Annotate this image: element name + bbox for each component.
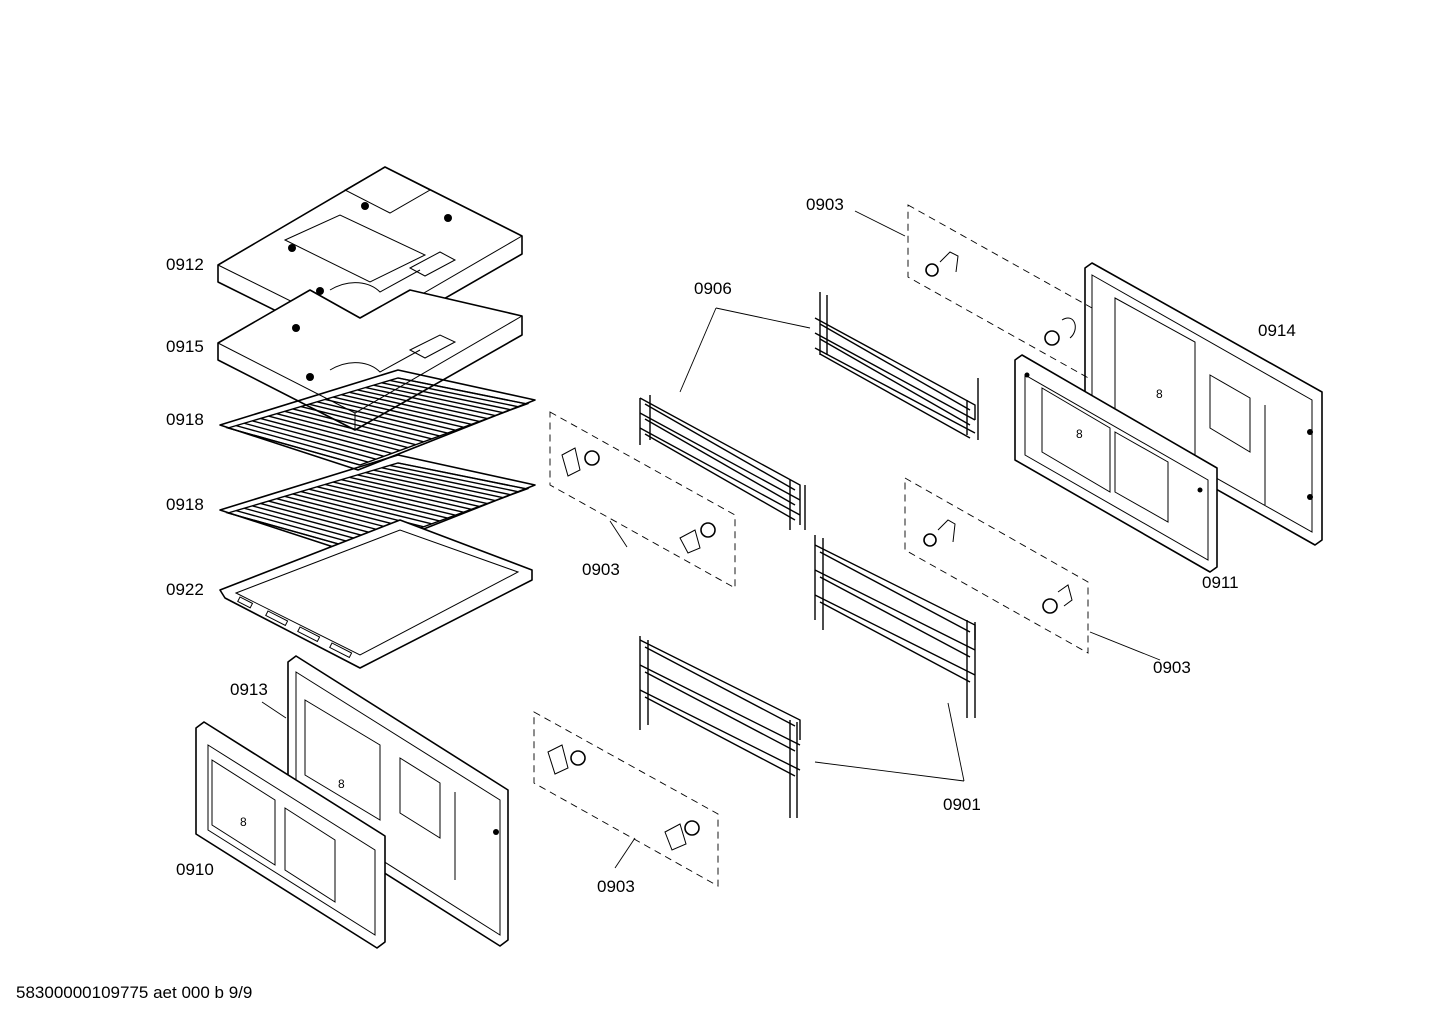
rack-wire	[373, 384, 504, 414]
part-0901-rail-upper	[814, 535, 976, 718]
rack-wire	[268, 415, 400, 452]
rack-wire	[389, 464, 520, 493]
part-0903-clip-group-top	[907, 204, 1093, 381]
part-0918-rack-upper	[219, 369, 536, 471]
rack-wire	[381, 382, 512, 411]
part-0906-rail-left	[639, 395, 806, 530]
rack-wire	[284, 410, 416, 446]
rack-wire	[316, 486, 448, 519]
part-0906-rail-right	[814, 292, 979, 440]
label-0906: 0906	[694, 279, 732, 298]
rack-wire	[227, 427, 361, 466]
part-0903-clip-group-bottom	[533, 711, 719, 887]
rack-wire	[381, 467, 512, 496]
rack-wire	[349, 476, 480, 508]
rack-wire	[276, 413, 408, 449]
label-0903-bottom: 0903	[597, 877, 635, 896]
rack-wire	[397, 462, 528, 490]
label-0903-mid-right: 0903	[1153, 658, 1191, 677]
part-0911-panel: 8	[1014, 354, 1218, 573]
rack-wire	[365, 386, 496, 417]
label-0914: 0914	[1258, 321, 1296, 340]
svg-text:8: 8	[338, 777, 345, 791]
rack-wire	[365, 471, 496, 502]
rack-wire	[333, 481, 464, 513]
rack-wire	[244, 422, 377, 460]
rack-wire	[341, 478, 472, 511]
svg-text:8: 8	[240, 815, 247, 829]
rack-wire	[324, 398, 456, 431]
rack-wire	[341, 393, 472, 426]
rack-wire	[252, 420, 385, 457]
label-0915: 0915	[166, 337, 204, 356]
rack-wire	[316, 401, 448, 434]
rack-wire	[260, 417, 392, 455]
part-0903-clip-group-mid-left	[549, 411, 736, 589]
part-labels: 0912 0915 0918 0918 0922 0913 0910 0903 …	[166, 195, 1296, 896]
part-0915-panel	[217, 289, 523, 431]
label-0903-top: 0903	[806, 195, 844, 214]
rack-wire	[308, 488, 440, 522]
part-0910-panel: 8	[195, 721, 386, 949]
label-0903-mid-left: 0903	[582, 560, 620, 579]
label-0918-lower: 0918	[166, 495, 204, 514]
label-0901: 0901	[943, 795, 981, 814]
label-0911: 0911	[1202, 573, 1239, 592]
rack-wire	[373, 469, 504, 499]
rack-wire	[300, 405, 432, 440]
rack-wire	[333, 396, 464, 428]
label-0922: 0922	[166, 580, 204, 599]
rack-wire	[349, 391, 480, 423]
rack-wire	[397, 377, 528, 405]
label-0910: 0910	[176, 860, 214, 879]
rack-wire	[357, 389, 488, 420]
part-0922-tray	[219, 519, 533, 669]
rack-wire	[235, 424, 369, 463]
leader-lines	[261, 210, 1161, 869]
footer-document-id: 58300000109775 aet 000 b 9/9	[16, 983, 252, 1002]
rack-wire	[292, 408, 424, 443]
label-0913: 0913	[230, 680, 268, 699]
part-0901-rail-lower	[639, 636, 801, 818]
label-0912: 0912	[166, 255, 204, 274]
svg-text:8: 8	[1076, 427, 1083, 441]
rack-wire	[300, 490, 432, 525]
svg-text:8: 8	[1156, 387, 1163, 401]
rack-wire	[389, 379, 520, 408]
rack-wire	[324, 483, 456, 516]
label-0918-upper: 0918	[166, 410, 204, 429]
part-0903-clip-group-mid-right	[904, 477, 1089, 654]
rack-wire	[357, 474, 488, 505]
rack-wire	[308, 403, 440, 437]
